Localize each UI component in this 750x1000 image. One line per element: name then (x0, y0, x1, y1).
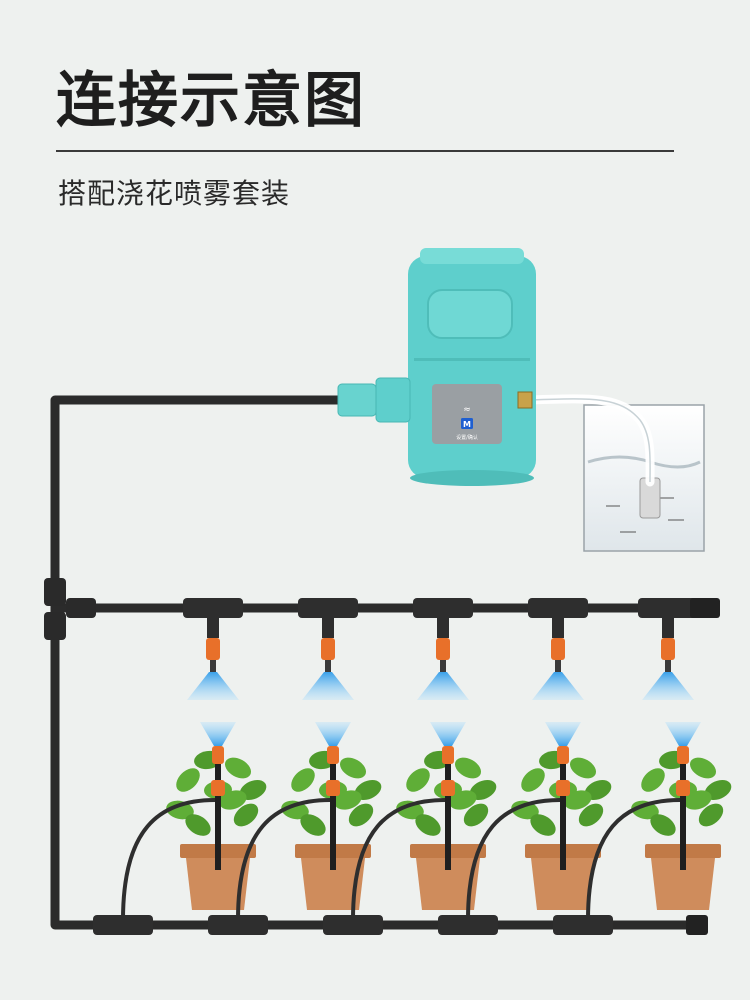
misting-nozzle-3 (413, 598, 473, 700)
potted-plant-5 (586, 722, 732, 921)
wifi-icon: ≈ (463, 405, 471, 415)
potted-plant-1 (121, 722, 267, 921)
coupler-5 (553, 915, 613, 935)
misting-nozzles (183, 598, 698, 700)
mode-button-caption: 设置/确认 (456, 434, 478, 441)
misting-nozzle-1 (183, 598, 243, 700)
coupler-4 (438, 915, 498, 935)
water-pump-device: ≈ M 设置/确认 (337, 248, 536, 486)
mode-button-letter: M (463, 420, 471, 429)
title-divider (56, 150, 674, 152)
potted-plants (121, 722, 732, 921)
misting-nozzle-4 (528, 598, 588, 700)
misting-nozzle-2 (298, 598, 358, 700)
bottom-couplers (93, 915, 613, 935)
potted-plant-2 (236, 722, 382, 921)
potted-plant-3 (351, 722, 497, 921)
misting-nozzle-5 (638, 598, 698, 700)
coupler-2 (208, 915, 268, 935)
end-cap-top (690, 598, 720, 618)
tee-connector-left (44, 578, 96, 640)
coupler-3 (323, 915, 383, 935)
potted-plant-4 (466, 722, 612, 921)
mode-button (461, 418, 473, 429)
control-panel (432, 384, 502, 444)
coupler-1 (93, 915, 153, 935)
page-title: 连接示意图 (56, 66, 366, 136)
page-subtitle: 搭配浇花喷雾套装 (58, 177, 291, 210)
end-cap-bottom (686, 915, 708, 935)
